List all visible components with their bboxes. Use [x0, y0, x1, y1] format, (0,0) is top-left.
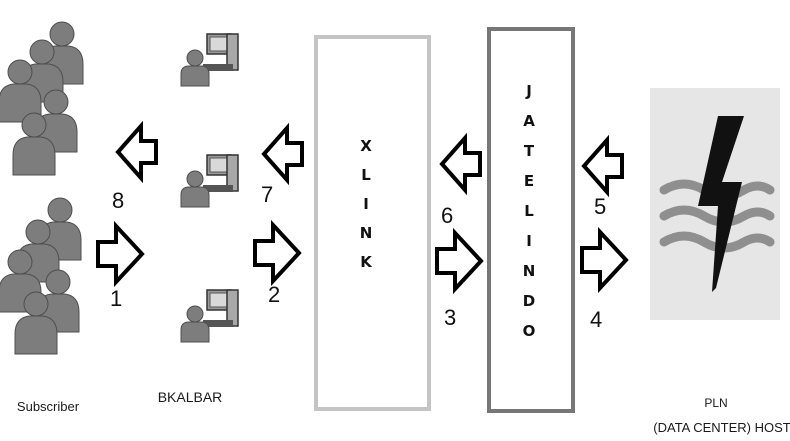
bkalbar-group [180, 33, 239, 343]
xlink-box [314, 35, 431, 411]
arrow-icon [440, 136, 482, 192]
arrow-icon [96, 224, 144, 284]
step-number: 1 [110, 286, 122, 311]
pln-logo-icon [650, 88, 780, 320]
arrow-icon [582, 138, 624, 194]
step-number: 8 [112, 188, 124, 213]
xlink-letter: X [360, 137, 372, 155]
arrow-icon [262, 126, 304, 182]
step-number: 7 [261, 182, 273, 207]
jatelindo-letter: N [523, 262, 536, 280]
jatelindo-letter: T [524, 142, 535, 160]
step-number: 6 [441, 203, 453, 228]
xlink-label: X L I N K [360, 137, 373, 271]
jatelindo-letter: O [523, 322, 536, 340]
pln-host-label: (DATA CENTER) HOST [653, 420, 790, 435]
bkalbar-label: BKALBAR [158, 389, 223, 405]
step-number: 2 [268, 282, 280, 307]
jatelindo-letter: A [523, 112, 535, 130]
computer-user-icon [180, 289, 239, 343]
xlink-letter: K [360, 253, 373, 271]
arrow-icon [253, 223, 301, 283]
jatelindo-letter: D [523, 292, 535, 310]
arrow-icon [580, 230, 628, 290]
xlink-letter: I [363, 195, 369, 213]
pln-label: PLN [704, 396, 727, 410]
step-number: 5 [594, 194, 606, 219]
jatelindo-letter: I [526, 232, 532, 250]
jatelindo-box [487, 27, 575, 413]
computer-user-icon [180, 33, 239, 87]
computer-user-icon [180, 154, 239, 208]
jatelindo-label: J A T E L I N D O [523, 82, 536, 340]
xlink-letter: L [361, 166, 371, 184]
step-number: 3 [444, 305, 456, 330]
subscriber-group [0, 21, 84, 355]
jatelindo-letter: J [525, 82, 532, 100]
jatelindo-letter: L [524, 202, 534, 220]
subscriber-label: Subscriber [17, 399, 80, 414]
step-number: 4 [590, 307, 602, 332]
arrow-icon [116, 124, 158, 180]
xlink-letter: N [360, 224, 373, 242]
jatelindo-letter: E [524, 172, 534, 190]
arrow-icon [435, 231, 483, 291]
